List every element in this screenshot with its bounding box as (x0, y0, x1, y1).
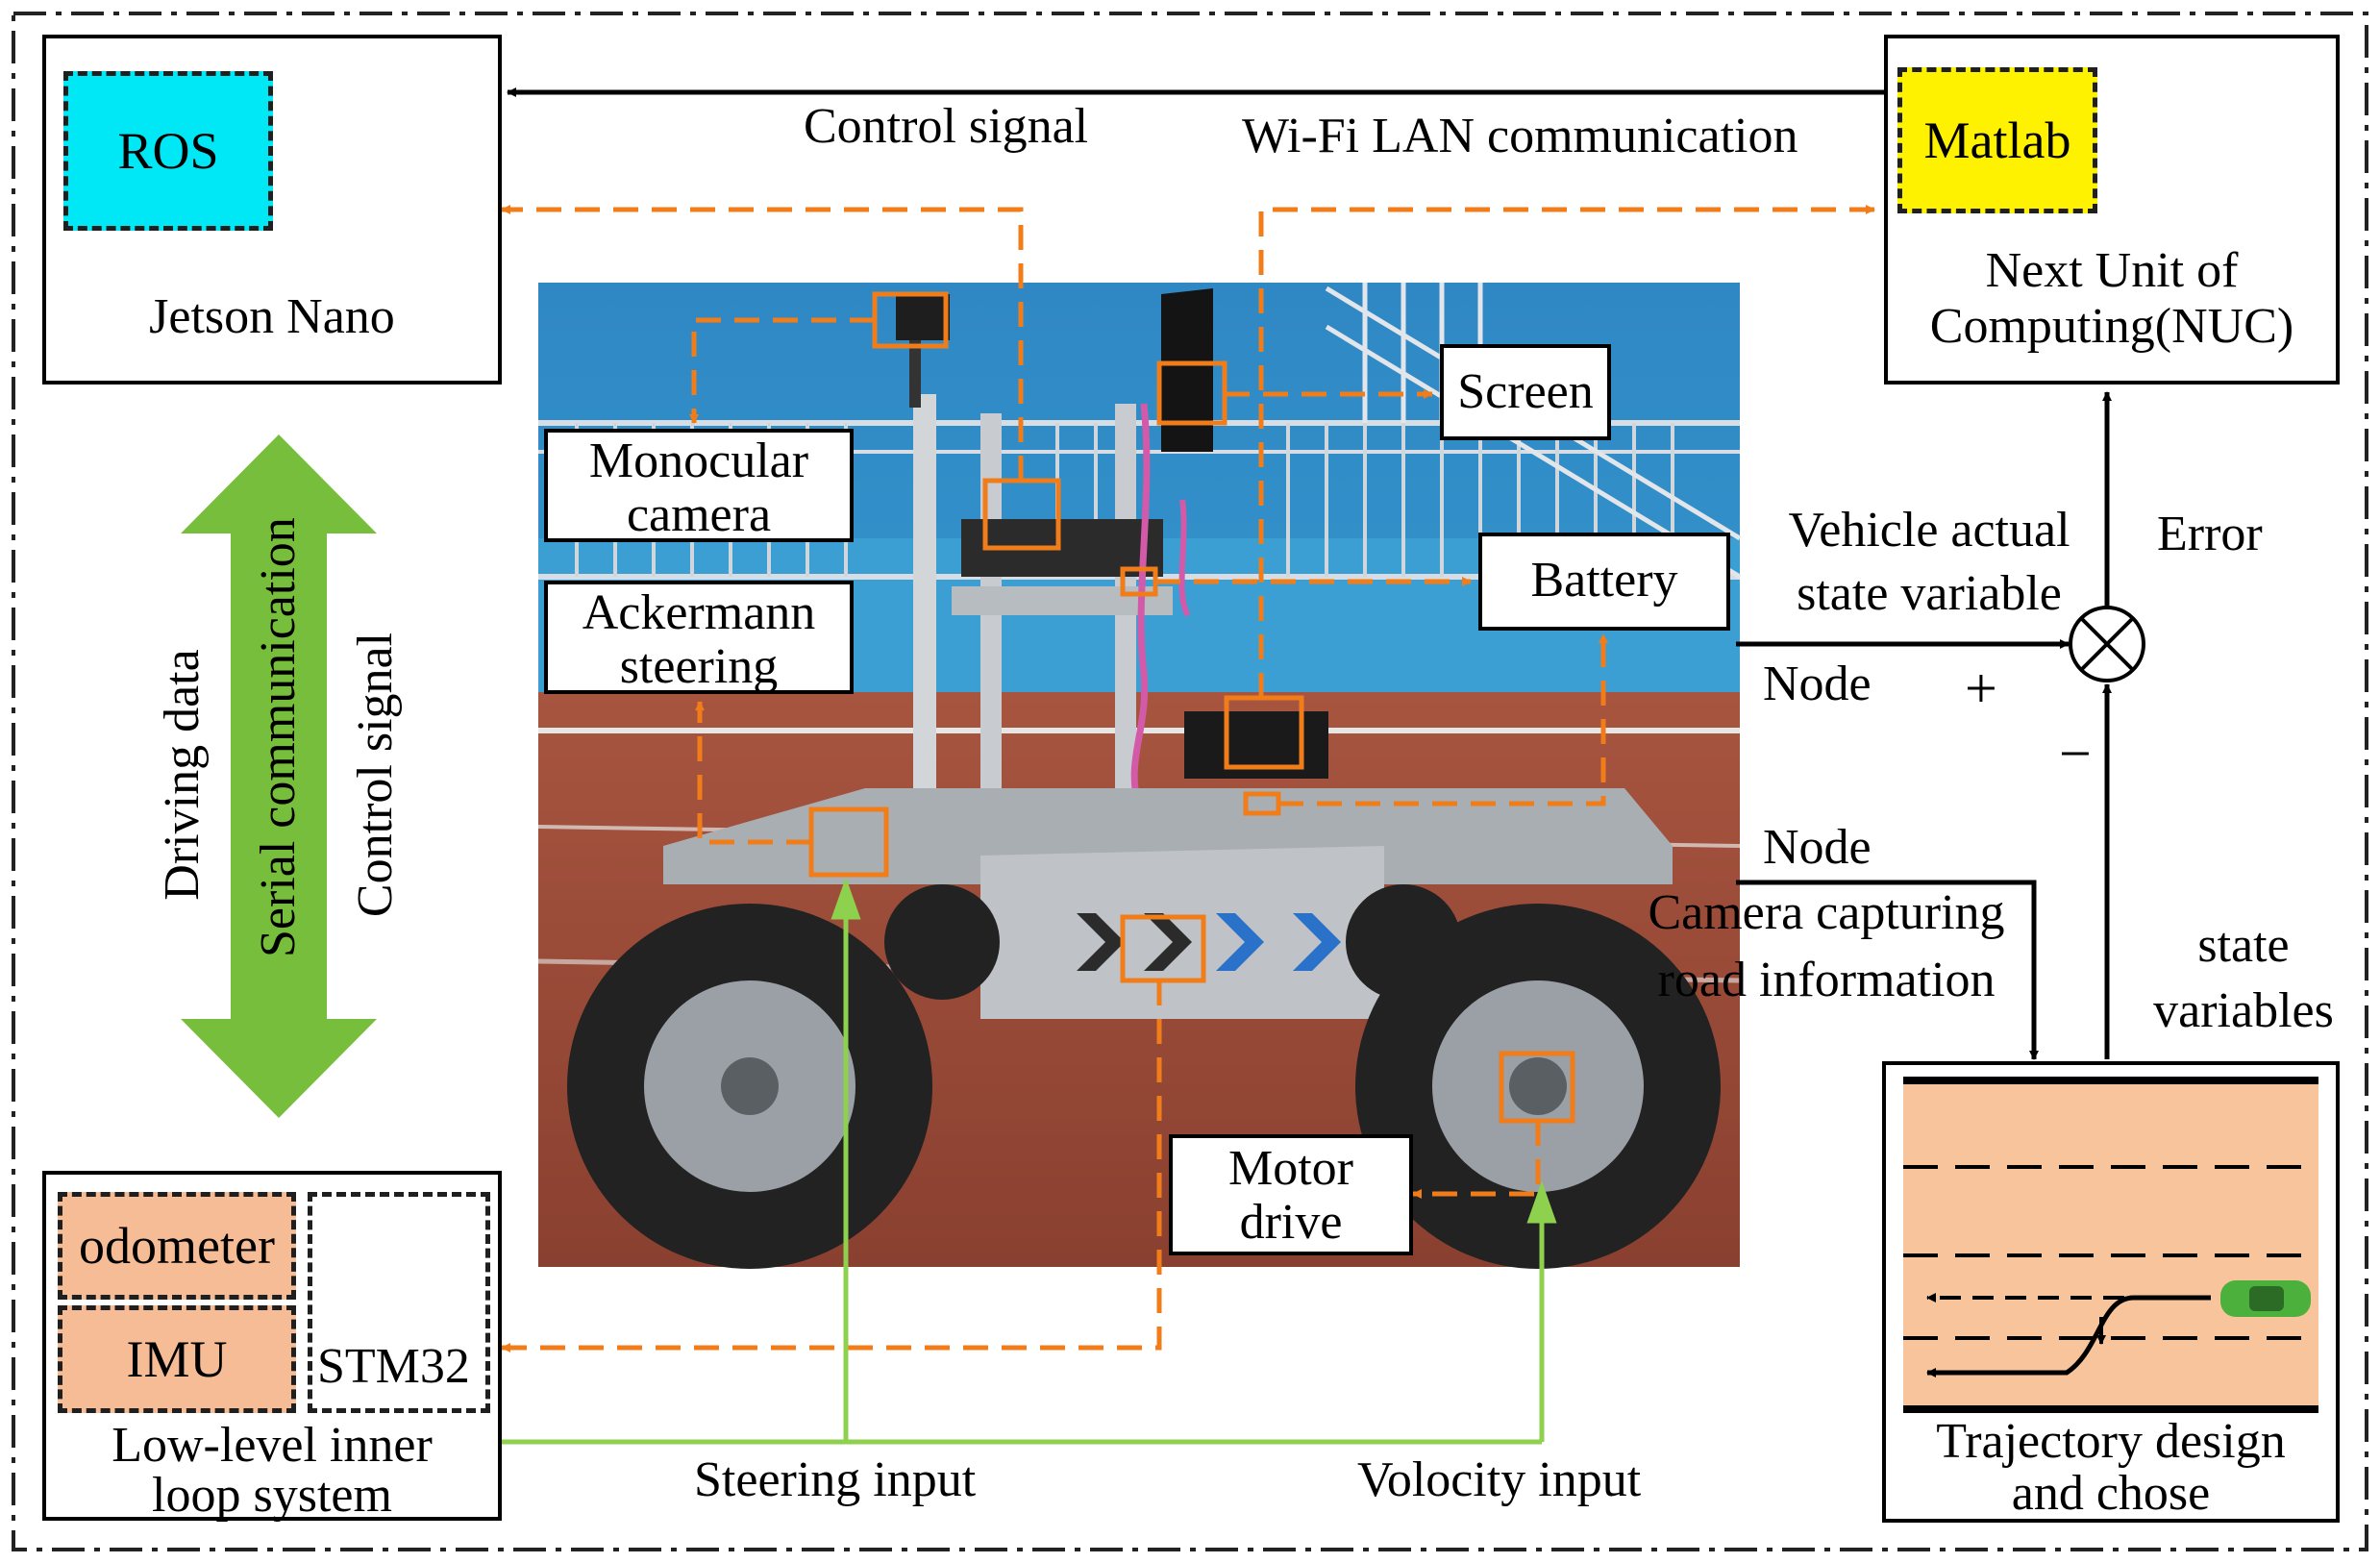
motor-drive-box: Motor drive (1169, 1134, 1413, 1255)
jetson-name: Jetson Nano (149, 289, 395, 344)
orange-dashed-links (501, 205, 1875, 1352)
low-level-name-line1: Low-level inner (112, 1418, 433, 1473)
plus-sign: + (1965, 657, 1997, 720)
ros-tag: ROS (63, 71, 273, 231)
low-level-name-line2: loop system (152, 1468, 392, 1523)
trajectory-box: Trajectory design and chose (1882, 1061, 2340, 1523)
ros-label: ROS (117, 122, 219, 180)
wifi-label: Wi-Fi LAN communication (1242, 109, 1798, 163)
steering-line2: steering (619, 639, 779, 694)
error-label: Error (2157, 507, 2263, 561)
screen-box: Screen (1440, 344, 1611, 440)
minus-sign: − (2059, 722, 2092, 785)
screen-label: Screen (1457, 364, 1594, 419)
camera-line2: camera (626, 487, 772, 542)
camera-info-line2: road information (1657, 953, 1996, 1007)
battery-label: Battery (1530, 553, 1678, 608)
control-signal-top-label: Control signal (804, 99, 1089, 154)
matlab-label: Matlab (1923, 112, 2071, 169)
green-input-lines (502, 877, 1557, 1445)
ackermann-steering-box: Ackermann steering (544, 581, 854, 694)
vehicle-state-line2: state variable (1797, 566, 2062, 621)
odometer-tag: odometer (58, 1192, 296, 1300)
summing-junction (2069, 606, 2145, 682)
trajectory-road (1903, 1077, 2318, 1413)
serial-communication-label: Serial communication (251, 517, 306, 957)
battery-box: Battery (1478, 533, 1730, 631)
vehicle-state-line1: Vehicle actual (1788, 503, 2070, 558)
nuc-name-line1: Next Unit of (1985, 243, 2239, 298)
stm32-tag (308, 1192, 490, 1413)
trajectory-line2: and chose (2011, 1466, 2211, 1521)
control-signal-vertical-label: Control signal (348, 632, 403, 918)
odometer-label: odometer (79, 1217, 275, 1275)
stm32-label: STM32 (317, 1339, 470, 1394)
steering-line1: Ackermann (582, 585, 816, 640)
nuc-box: Matlab Next Unit of Computing(NUC) (1884, 35, 2340, 385)
camera-info-line1: Camera capturing (1648, 885, 2005, 940)
motor-line1: Motor (1228, 1141, 1353, 1196)
trajectory-line1: Trajectory design (1936, 1414, 2286, 1469)
camera-line1: Monocular (588, 434, 809, 488)
steering-input-label: Steering input (694, 1452, 977, 1507)
jetson-nano-box: ROS Jetson Nano (42, 35, 502, 385)
nuc-name-line2: Computing(NUC) (1929, 299, 2294, 354)
monocular-camera-box: Monocular camera (544, 429, 854, 542)
low-level-box: odometer IMU STM32 Low-level inner loop … (42, 1171, 502, 1523)
outer-border (12, 12, 2368, 1551)
matlab-tag: Matlab (1897, 67, 2097, 213)
imu-tag: IMU (58, 1305, 296, 1413)
state-variables-line2: variables (2153, 983, 2334, 1038)
black-signal-lines (507, 87, 2112, 1060)
node-lower-label: Node (1763, 820, 1872, 875)
imu-label: IMU (126, 1330, 228, 1388)
velocity-input-label: Volocity input (1357, 1452, 1642, 1507)
state-variables-line1: state (2197, 918, 2290, 973)
serial-double-arrow (181, 434, 377, 1118)
driving-data-label: Driving data (155, 649, 210, 901)
node-upper-label: Node (1763, 657, 1872, 711)
motor-line2: drive (1239, 1195, 1343, 1250)
